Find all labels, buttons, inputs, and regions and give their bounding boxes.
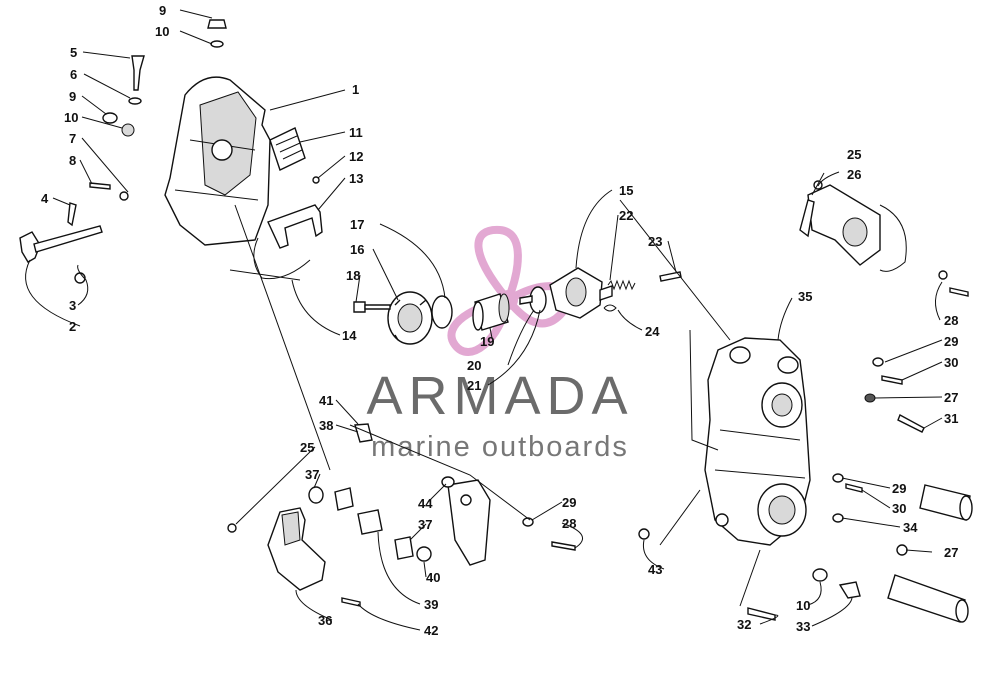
watermark-brand: ARMADA — [366, 366, 633, 426]
shift-lever — [19, 225, 103, 284]
callout-label: 9 — [69, 89, 76, 104]
callout-label: 2 — [69, 319, 76, 334]
callout-label: 5 — [70, 45, 77, 60]
main-housing-35 — [704, 337, 811, 546]
callout-label: 13 — [349, 171, 363, 186]
callout-label: 10 — [796, 598, 810, 613]
shaft-right-upper — [919, 484, 973, 521]
watermark-tagline: marine outboards — [371, 431, 629, 463]
callout-label: 16 — [350, 242, 364, 257]
small-parts-left — [67, 19, 320, 227]
callout-label: 17 — [350, 217, 364, 232]
gasket-plate — [269, 127, 306, 171]
callout-label: 18 — [346, 268, 360, 283]
callout-label: 25 — [300, 440, 314, 455]
callout-label: 35 — [798, 289, 812, 304]
callout-label: 6 — [70, 67, 77, 82]
callout-label: 23 — [648, 234, 662, 249]
callout-label: 30 — [892, 501, 906, 516]
small-parts-lower — [227, 423, 576, 607]
callout-label: 39 — [424, 597, 438, 612]
callout-label: 22 — [619, 208, 633, 223]
shaft-right-lower — [887, 574, 969, 623]
wire-14 — [253, 237, 311, 280]
callout-label: 33 — [796, 619, 810, 634]
callout-label: 15 — [619, 183, 633, 198]
callout-label: 21 — [467, 378, 481, 393]
callout-label: 9 — [159, 3, 166, 18]
link-arm-36 — [267, 507, 326, 591]
callout-label: 4 — [41, 191, 49, 206]
callout-numbers: 1 2 3 4 5 6 7 8 9 10 9 10 11 12 13 14 15… — [41, 3, 958, 638]
callout-label: 7 — [69, 131, 76, 146]
callout-label: 10 — [64, 110, 78, 125]
callout-label: 25 — [847, 147, 861, 162]
bearing-19 — [472, 293, 510, 331]
leader-lines — [25, 9, 943, 631]
callout-label: 29 — [892, 481, 906, 496]
gearcase-cover — [164, 76, 271, 246]
bracket-44 — [447, 479, 491, 566]
callout-label: 31 — [944, 411, 958, 426]
callout-label: 43 — [648, 562, 662, 577]
callout-label: 27 — [944, 545, 958, 560]
flange-16 — [387, 291, 433, 345]
callout-label: 42 — [424, 623, 438, 638]
callout-label: 36 — [318, 613, 332, 628]
callout-label: 24 — [645, 324, 660, 339]
housing-15 — [549, 267, 613, 319]
bracket-26 — [799, 184, 907, 272]
callout-label: 27 — [944, 390, 958, 405]
callout-label: 11 — [349, 125, 363, 140]
callout-label: 30 — [944, 355, 958, 370]
bracket-13 — [267, 204, 323, 249]
callout-label: 1 — [352, 82, 359, 97]
callout-label: 38 — [319, 418, 333, 433]
callout-label: 3 — [69, 298, 76, 313]
bolt-18 — [353, 301, 391, 313]
callout-label: 40 — [426, 570, 440, 585]
callout-label: 19 — [480, 334, 494, 349]
callout-label: 8 — [69, 153, 76, 168]
callout-label: 29 — [944, 334, 958, 349]
callout-label: 44 — [418, 496, 433, 511]
callout-label: 26 — [847, 167, 861, 182]
callout-label: 20 — [467, 358, 481, 373]
callout-label: 37 — [305, 467, 319, 482]
washer-21 — [519, 286, 547, 314]
callout-label: 29 — [562, 495, 576, 510]
clip-24 — [603, 304, 617, 312]
watermark-logo-icon — [447, 225, 572, 356]
callout-label: 32 — [737, 617, 751, 632]
callout-label: 14 — [342, 328, 357, 343]
ring-17 — [431, 295, 453, 329]
callout-label: 10 — [155, 24, 169, 39]
spring-22 — [607, 279, 636, 291]
callout-label: 37 — [418, 517, 432, 532]
callout-label: 41 — [319, 393, 333, 408]
callout-label: 34 — [903, 520, 918, 535]
callout-label: 28 — [562, 516, 576, 531]
callout-label: 28 — [944, 313, 958, 328]
callout-label: 12 — [349, 149, 363, 164]
